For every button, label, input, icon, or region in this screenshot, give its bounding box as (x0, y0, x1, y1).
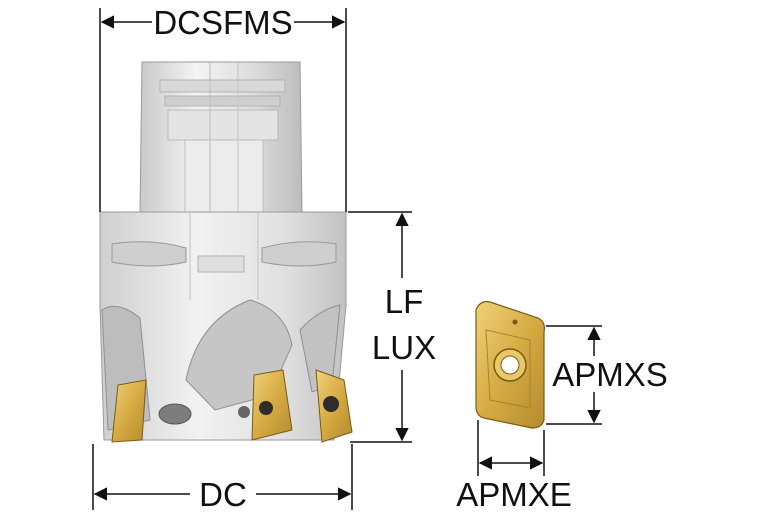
dc-dimension: DC (92, 444, 353, 513)
dc-label: DC (199, 476, 247, 513)
apmxe-dimension: APMXE (456, 420, 572, 513)
lux-label: LUX (372, 329, 436, 366)
apmxe-label: APMXE (456, 476, 572, 513)
lf-lux-dimension: LF LUX (348, 211, 436, 443)
cutting-insert-icon (475, 301, 545, 429)
lf-label: LF (385, 283, 424, 320)
apmxs-dimension: APMXS (546, 325, 668, 425)
dcsfms-label: DCSFMS (153, 4, 292, 41)
apmxs-label: APMXS (552, 356, 668, 393)
dcsfms-dimension: DCSFMS (99, 4, 347, 212)
milling-cutter-icon (99, 61, 353, 443)
